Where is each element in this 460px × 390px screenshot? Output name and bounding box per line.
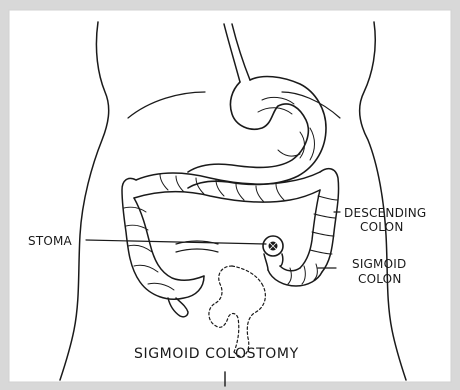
sigmoid-colon-label-line2: COLON [358,272,402,286]
descending-colon-label-line2: COLON [360,220,404,234]
diagram-caption: SIGMOID COLOSTOMY [134,346,299,362]
stoma-label: STOMA [28,234,73,248]
sigmoid-colon-label: SIGMOID [352,257,406,271]
descending-colon-label: DESCENDING [344,206,426,220]
